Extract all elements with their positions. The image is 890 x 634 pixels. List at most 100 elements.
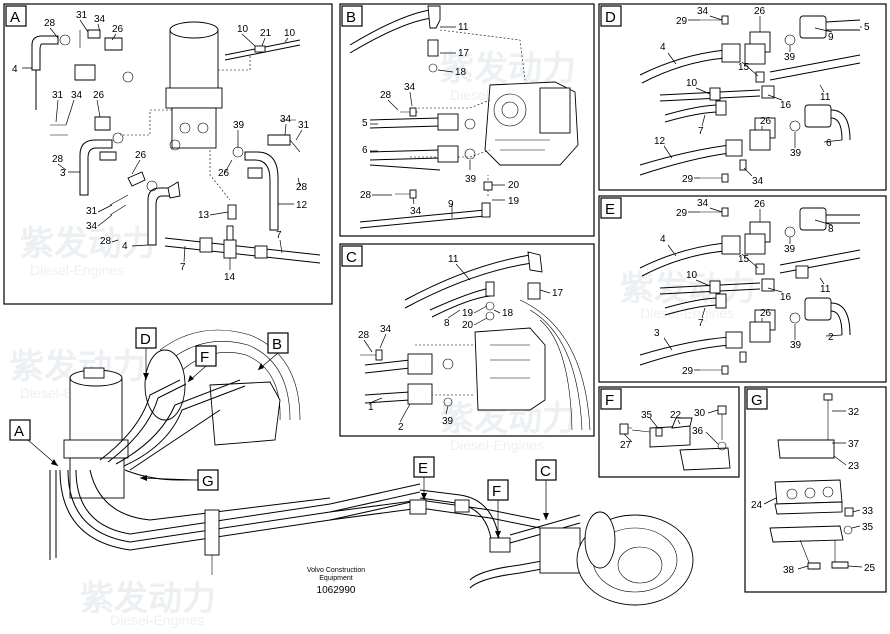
panel-b-leaders: [370, 26, 505, 218]
label-c-3: 19: [462, 308, 474, 319]
overview-tag-e: E: [418, 460, 428, 477]
label-g-7: 25: [864, 563, 876, 574]
panel-a-tag: A: [10, 9, 20, 26]
label-b-2: 18: [455, 67, 467, 78]
label-b-7: 39: [465, 174, 477, 185]
label-a-18: 39: [233, 120, 245, 131]
label-d-1: 34: [697, 6, 709, 17]
label-g-6: 38: [783, 565, 795, 576]
label-d-9: 16: [780, 100, 792, 111]
label-d-12: 26: [760, 116, 772, 127]
panel-a: A: [3, 3, 333, 305]
panel-f-tag: F: [605, 392, 614, 409]
label-a-27: 7: [276, 230, 282, 241]
label-d-7: 15: [738, 62, 750, 73]
panel-f-leaders: [623, 409, 719, 445]
panel-e: E 29 34 26 4 39 8: [598, 195, 887, 383]
label-b-4: 34: [404, 82, 416, 93]
label-a-14: 31: [86, 206, 98, 217]
label-g-0: 32: [848, 407, 860, 418]
panel-a-leaders: [22, 19, 303, 270]
label-a-21: 26: [218, 168, 230, 179]
panel-c: C 11 17 18 19 20 8 28: [339, 243, 595, 437]
label-a-24: 13: [198, 210, 210, 221]
overview-tag-f2: F: [492, 483, 501, 500]
label-d-16: 34: [752, 176, 764, 187]
label-a-10: 26: [93, 90, 105, 101]
label-e-5: 8: [828, 224, 834, 235]
label-c-5: 8: [444, 318, 450, 329]
panel-g: G 32 37 23 24 33 35 38 25: [744, 386, 887, 593]
label-a-5: 21: [260, 28, 272, 39]
label-d-17: 6: [826, 138, 832, 149]
caption-line2: Equipment: [319, 575, 353, 582]
label-a-13: 26: [135, 150, 147, 161]
label-a-6: 10: [284, 28, 296, 39]
label-e-15: 2: [828, 332, 834, 343]
label-b-11: 20: [508, 180, 520, 191]
label-g-1: 37: [848, 439, 860, 450]
label-a-19: 34: [280, 114, 292, 125]
label-a-3: 26: [112, 24, 124, 35]
label-a-25: 14: [224, 272, 236, 283]
caption-line1: Volvo Construction: [307, 567, 365, 574]
watermark-en-5: Diesel-Engines: [110, 612, 204, 628]
label-b-1: 17: [458, 48, 470, 59]
label-e-10: 7: [698, 318, 704, 329]
overview-tag-c: C: [540, 463, 551, 480]
label-d-3: 4: [660, 42, 666, 53]
label-g-5: 35: [862, 522, 874, 533]
watermark-en: Diesel-Engines: [30, 262, 124, 278]
overview-tag-f: F: [200, 349, 209, 366]
label-c-6: 28: [358, 330, 370, 341]
label-d-6: 5: [864, 22, 870, 33]
label-a-22: 28: [296, 182, 308, 193]
label-g-3: 24: [751, 500, 763, 511]
panel-d: D 29 34 26 4 39 9 5: [598, 3, 887, 191]
watermark-cn: 紫发动力: [20, 225, 156, 263]
panel-e-labels: 29 34 26 4 39 8 15 10 16 11 7 3 26 39 29…: [654, 198, 834, 377]
watermark-cn-5: 紫发动力: [80, 580, 216, 618]
label-d-4: 39: [784, 52, 796, 63]
label-b-3: 28: [380, 90, 392, 101]
label-e-8: 16: [780, 292, 792, 303]
label-a-4: 10: [237, 24, 249, 35]
panel-c-tag: C: [346, 249, 357, 266]
panel-b-tag: B: [346, 9, 356, 26]
panel-g-labels: 32 37 23 24 33 35 38 25: [751, 407, 876, 576]
label-e-14: 29: [682, 366, 694, 377]
label-a-12: 3: [60, 168, 66, 179]
panel-d-tag: D: [605, 9, 616, 26]
panel-f-labels: 35 22 30 27 36: [620, 408, 706, 451]
label-d-11: 7: [698, 126, 704, 137]
label-a-9: 34: [71, 90, 83, 101]
panel-c-labels: 11 17 18 19 20 8 28 34 39 1 2: [358, 254, 564, 433]
label-c-9: 1: [368, 402, 374, 413]
label-f-2: 30: [694, 408, 706, 419]
label-c-7: 34: [380, 324, 392, 335]
overview-tags: D F B A G E F C: [9, 327, 557, 501]
label-e-1: 34: [697, 198, 709, 209]
label-b-0: 11: [458, 22, 469, 33]
label-g-4: 33: [862, 506, 874, 517]
label-d-8: 10: [686, 78, 698, 89]
label-a-8: 31: [52, 90, 64, 101]
label-e-13: 39: [790, 340, 802, 351]
caption-part-number: 1062990: [317, 585, 356, 596]
label-a-2: 34: [94, 14, 106, 25]
label-e-9: 11: [820, 284, 831, 295]
label-a-26: 7: [180, 262, 186, 273]
label-d-14: 12: [654, 136, 666, 147]
panel-e-leaders: [663, 207, 843, 371]
label-b-9: 34: [410, 206, 422, 217]
overview-tag-g: G: [202, 473, 214, 490]
label-g-2: 23: [848, 461, 860, 472]
label-c-1: 17: [552, 288, 564, 299]
label-b-8: 28: [360, 190, 372, 201]
overview-tag-d: D: [140, 331, 151, 348]
overview-tag-a: A: [14, 423, 24, 440]
label-b-5: 5: [362, 118, 368, 129]
label-a-11: 28: [52, 154, 64, 165]
panel-g-tag: G: [751, 392, 763, 409]
